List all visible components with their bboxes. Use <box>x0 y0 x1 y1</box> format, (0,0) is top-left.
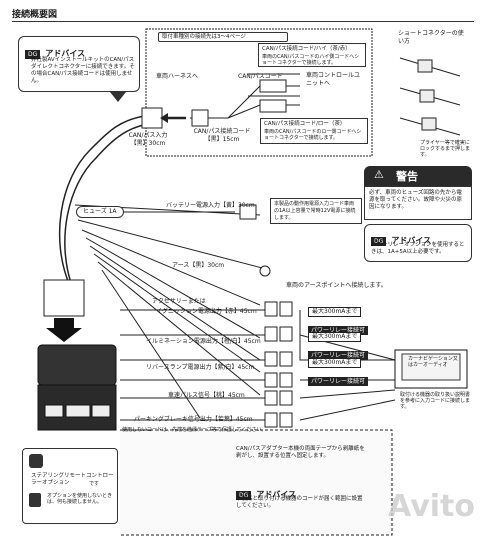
battery-label: バッテリー電源入力【黄】30cm <box>166 202 255 209</box>
short-connector-title: ショートコネクターの使い方 <box>398 30 464 45</box>
down-arrow-icon <box>46 318 82 342</box>
max-relay-group-1: 最大300mAまで パワーリレー接続可 <box>308 298 369 336</box>
can-cord-label: CAN/パス接続コード <box>193 128 251 135</box>
advice-left-box: DG アドバイス 弊社製AVインストールキットのCAN/パスダイレクトコネクター… <box>18 36 140 92</box>
high-cord-title: CAN/パス接続コード/ハイ（茶/赤） <box>262 46 351 52</box>
relay-label: パワーリレー接続可 <box>308 351 369 360</box>
warning-heading: 警告 <box>396 170 418 183</box>
ecu-label: 車両コントロールユニットへ <box>306 72 361 87</box>
can-input-label-group: CAN/パス入力 【黒】30cm <box>120 132 176 148</box>
can-input-sub: 【黒】30cm <box>130 140 166 147</box>
max-label: 最大300mAまで <box>308 358 362 368</box>
output-label-reverse: リバースランプ電源出力【紫/白】45cm <box>146 364 255 371</box>
output-label-ign: イグニッション電源出力【赤】45cm <box>156 308 257 315</box>
title-divider <box>12 21 474 22</box>
advice-left-pointer <box>110 92 126 102</box>
advice-left-heading: アドバイス <box>45 49 86 58</box>
low-cord-box: CAN/パス接続コード/ロー（茶） 車両のCAN/パスコードのロー側コードへショ… <box>260 118 368 144</box>
ref-note-box: 取付車種別の接続先は3～4ページ <box>158 32 288 42</box>
unused-note: 使用しないコードは、先端を絶縁テープ等で保護してください。 <box>122 427 267 433</box>
can-cord-connector <box>191 109 209 127</box>
output-label-illumi: イルミネーション電源出力【橙/白】45cm <box>146 338 261 345</box>
connector-icon <box>29 493 41 507</box>
advice-icon: DG <box>371 237 387 246</box>
plier-note: プライヤー等で確実にロックするまで押します。 <box>420 140 471 158</box>
advice-right-heading: アドバイス <box>391 236 432 245</box>
ref-note: 取付車種別の接続先は3～4ページ <box>162 34 246 40</box>
battery-note: 本製品の動作用電源入力コード車両の1A以上容量で常時12V電源に接続します。 <box>274 201 356 221</box>
high-cord-box: CAN/パス接続コード/ハイ（茶/赤） 車両のCAN/パスコードのハイ側コードへ… <box>258 43 366 67</box>
warning-icon: ⚠ <box>374 168 384 181</box>
advice-right-text: パワーリレーオプションを使用するときは、1A+5A以上必要です。 <box>371 242 465 255</box>
battery-terminal <box>239 204 257 220</box>
output-label-speed: 車速パルス信号【桃】45cm <box>168 392 245 399</box>
can-input-label: CAN/パス入力 <box>128 132 168 139</box>
advice-bottom-heading: アドバイス <box>256 490 297 499</box>
warning-body: 必ず、車両のヒューズ回路の先から電源を取ってください。故障や火災の原因になります… <box>364 186 472 220</box>
output-label-parking: パーキングブレーキ信号出力【若葉】45cm <box>134 416 253 423</box>
earth-ring-terminal <box>259 265 271 277</box>
remote-icon <box>29 454 43 468</box>
main-unit-top <box>37 344 117 386</box>
earth-note: 車両のアースポイントへ接続します。 <box>286 282 387 289</box>
can-cord-sub: 【黒】15cm <box>204 136 240 143</box>
steering-box: ステアリングリモートコントローラーオプション です オプションを使用しないときは… <box>22 448 118 524</box>
can-code-label: CAN/パスコード <box>238 73 283 80</box>
warning-text: 必ず、車両のヒューズ回路の先から電源を取ってください。故障や火災の原因になります… <box>369 190 463 210</box>
can-input-connector <box>141 107 163 129</box>
acc-prefix: アクセサリーまたは <box>152 298 206 305</box>
low-cord-title: CAN/パス接続コード/ロー（茶） <box>264 121 346 127</box>
low-cord-text: 車両のCAN/パスコードのロー側コードへショートコネクターで接続します。 <box>264 129 362 141</box>
relay-label: パワーリレー接続可 <box>308 377 369 386</box>
max-relay-group-3: 最大300mAまで パワーリレー接続可 <box>308 349 369 387</box>
navi-label: カーナビゲーション又はカーオーディオ <box>408 356 458 368</box>
can-cord-label-group: CAN/パス接続コード 【黒】15cm <box>186 128 258 144</box>
relay-label: パワーリレー接続可 <box>308 326 369 335</box>
advice-icon: DG <box>25 50 41 59</box>
adapter-note: CAN/パスアダプター本機の両面テープから剥離紙を剥がし、設置する位置へ固定しま… <box>236 446 365 459</box>
max-label: 最大300mAまで <box>308 307 362 317</box>
navi-note: 取付ける機器の取り扱い説明書を参考に入力コードに接続します。 <box>400 392 471 410</box>
advice-right-heading-row: DG アドバイス <box>371 228 431 247</box>
advice-left-text: 弊社製AVインストールキットのCAN/パスダイレクトコネクターに接続できます。そ… <box>31 57 135 84</box>
advice-bottom-heading-row: DG アドバイス <box>236 482 296 501</box>
battery-note-box: 本製品の動作用電源入力コード車両の1A以上容量で常時12V電源に接続します。 <box>270 198 362 224</box>
watermark: Avito <box>388 489 475 524</box>
steering-sub: です <box>89 481 100 487</box>
fuse-label: ヒューズ 1A <box>76 206 124 218</box>
main-harness-connector <box>43 279 85 317</box>
harness-label: 車両ハーネスへ <box>156 73 199 80</box>
page-title: 接続概要図 <box>12 10 58 20</box>
max-label: 最大300mAまで <box>308 332 362 342</box>
high-cord-text: 車両のCAN/パスコードのハイ側コードへショートコネクターで接続します。 <box>262 54 360 66</box>
earth-label: アース【黒】30cm <box>172 262 225 269</box>
advice-bottom-text: 本製品と取り付ける機器のコードが届く範囲に設置してください。 <box>236 496 363 509</box>
steering-title: ステアリングリモートコントローラーオプション <box>31 473 114 486</box>
advice-icon: DG <box>236 491 252 500</box>
advice-right-box: DG アドバイス パワーリレーオプションを使用するときは、1A+5A以上必要です… <box>364 224 472 262</box>
warning-header: ⚠ 警告 <box>364 166 472 186</box>
steering-note: オプションを使用しないときは、何も接続しません。 <box>47 493 113 505</box>
max-relay-group-2: 最大300mAまで パワーリレー接続可 <box>308 323 369 361</box>
advice-left-heading-row: DG アドバイス <box>25 41 85 60</box>
